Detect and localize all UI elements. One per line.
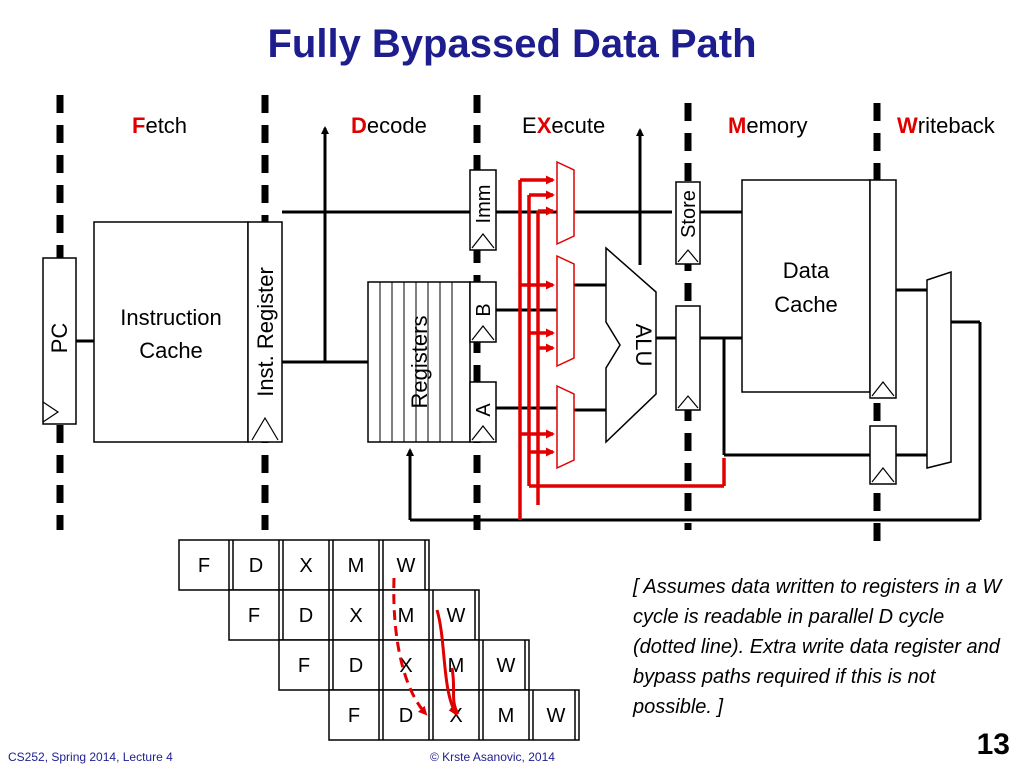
bypass-mux-imm (556, 160, 575, 246)
clock-icon (677, 249, 699, 263)
alu-out-register (675, 305, 701, 411)
dotted-write-read-arrow (392, 577, 428, 716)
pipeline-cell: X (299, 555, 312, 577)
pipeline-cell: D (299, 605, 313, 627)
mem-wb-register (869, 179, 897, 399)
pipeline-cell: D (399, 705, 413, 727)
clock-icon (471, 325, 495, 341)
bypass-arrow-mw (435, 609, 458, 716)
registers-label: Registers (407, 316, 432, 409)
pipeline-row-3: F D X M W (278, 639, 530, 691)
pipeline-cell: M (348, 555, 365, 577)
register-file (367, 281, 471, 443)
pipeline-cell: X (349, 605, 362, 627)
register-file-rows (379, 282, 453, 442)
pc-register (42, 257, 77, 425)
pipeline-cell: W (447, 605, 466, 627)
datapath-wires (76, 126, 982, 522)
clock-icon (677, 395, 699, 409)
dcache-label-line2: Cache (774, 292, 838, 317)
clock-icon (871, 381, 895, 397)
pipeline-cell: W (497, 655, 516, 677)
b-label: B (473, 303, 495, 316)
clock-icon (471, 425, 495, 441)
icache-label-line2: Cache (139, 338, 203, 363)
a-label: A (473, 403, 495, 417)
assumption-note: [ Assumes data written to registers in a… (633, 576, 1002, 718)
clock-icon (42, 401, 60, 423)
data-cache (741, 179, 871, 393)
writeback-mux (926, 270, 952, 469)
bypass-mux-a (556, 384, 575, 470)
store-label: Store (678, 190, 700, 238)
pipeline-cell: M (448, 655, 465, 677)
page-number: 13 (976, 728, 1010, 761)
pipeline-cell: F (198, 555, 210, 577)
pipeline-cell: F (298, 655, 310, 677)
pipeline-diagram: F D X M W F D X M W F D X M W (178, 539, 580, 741)
a-register (469, 381, 497, 443)
pipeline-cell: M (498, 705, 515, 727)
inst-register-label: Inst. Register (253, 267, 278, 397)
pipeline-cell: X (399, 655, 412, 677)
alu (605, 246, 657, 444)
clock-icon (471, 233, 495, 249)
clock-icon (871, 467, 895, 483)
stage-label-memory: Memory (728, 113, 807, 138)
pc-label: PC (47, 323, 72, 354)
bypass-paths (518, 175, 726, 520)
footer-copyright: © Krste Asanovic, 2014 (430, 750, 555, 764)
slide-title: Fully Bypassed Data Path (267, 22, 757, 66)
bypass-mux-b (556, 254, 575, 368)
stage-label-execute: EXecute (522, 113, 605, 138)
inst-register (247, 221, 283, 443)
b-register (469, 281, 497, 343)
pipeline-cell: W (547, 705, 566, 727)
dcache-label-line1: Data (783, 258, 830, 283)
clock-icon (251, 416, 279, 441)
pipeline-cell: F (248, 605, 260, 627)
imm-label: Imm (473, 185, 495, 224)
pipeline-cell: M (398, 605, 415, 627)
alu-wb-register (869, 425, 897, 485)
pipeline-cell: W (397, 555, 416, 577)
instruction-cache (93, 221, 249, 443)
pipeline-cell: D (349, 655, 363, 677)
pipeline-cell: D (249, 555, 263, 577)
imm-register (469, 169, 497, 251)
pipeline-cell: F (348, 705, 360, 727)
icache-label-line1: Instruction (120, 305, 222, 330)
stage-label-fetch: Fetch (132, 113, 187, 138)
pipeline-row-1: F D X M W (178, 539, 430, 591)
bypass-arrow-xm (450, 667, 460, 715)
stage-label-writeback: Writeback (897, 113, 996, 138)
alu-label: ALU (631, 324, 656, 367)
footer-course: CS252, Spring 2014, Lecture 4 (8, 750, 173, 764)
stage-label-decode: Decode (351, 113, 427, 138)
pipeline-row-2: F D X M W (228, 589, 480, 641)
